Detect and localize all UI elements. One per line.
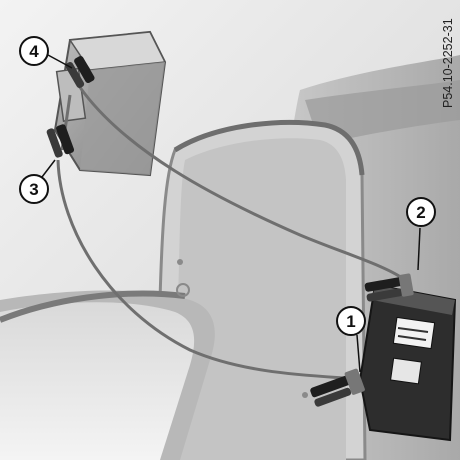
vehicle-battery bbox=[360, 285, 455, 440]
svg-text:1: 1 bbox=[346, 312, 355, 331]
svg-text:2: 2 bbox=[416, 203, 425, 222]
screw-mark bbox=[302, 392, 308, 398]
screw-mark bbox=[177, 259, 183, 265]
bumper-inner bbox=[0, 302, 194, 460]
callout-1: 1 bbox=[337, 307, 365, 335]
trunk-inner bbox=[170, 138, 346, 460]
svg-text:3: 3 bbox=[29, 180, 38, 199]
callout-4: 4 bbox=[20, 37, 48, 65]
svg-text:4: 4 bbox=[29, 42, 39, 61]
callout-3: 3 bbox=[20, 175, 48, 203]
reference-code: P54.10-2252-31 bbox=[441, 18, 455, 108]
callout-2: 2 bbox=[407, 198, 435, 226]
